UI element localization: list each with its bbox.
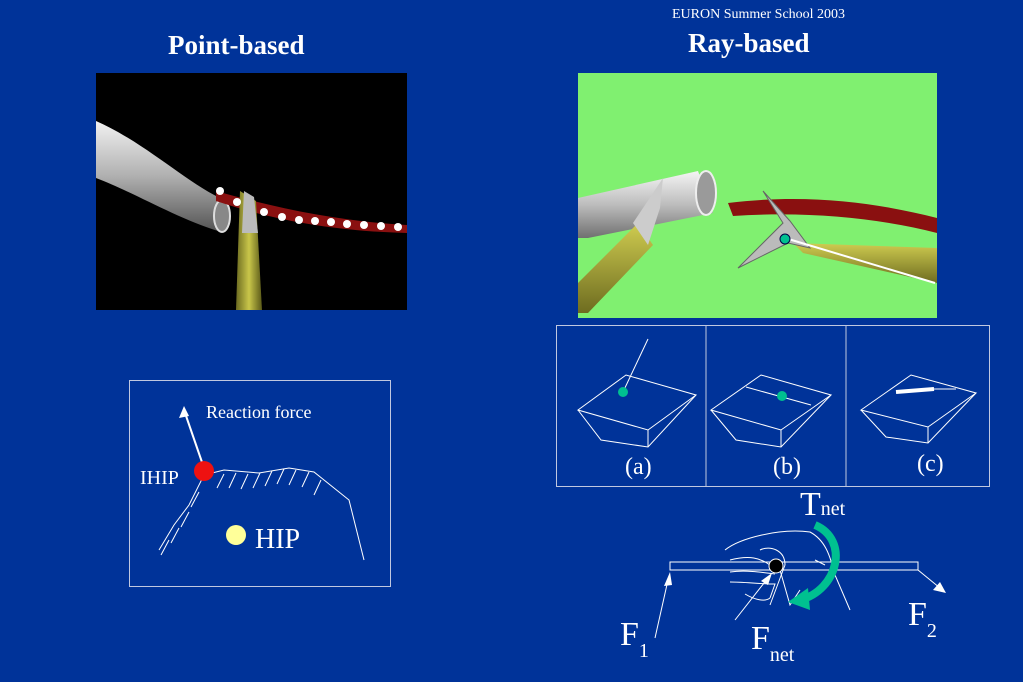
f1-base: F — [620, 616, 639, 653]
left-grasper — [578, 223, 653, 313]
f1-label: F1 — [620, 616, 649, 663]
panel-a-caption: (a) — [625, 454, 652, 480]
point-contact-diagram — [129, 380, 391, 587]
ray-bar — [669, 561, 919, 571]
panel-b-box — [709, 374, 833, 448]
fnet-label: Fnet — [751, 620, 794, 667]
center-point — [768, 558, 784, 574]
contact-point — [779, 233, 791, 245]
ray-contact-panels — [556, 325, 990, 487]
point-based-image — [96, 73, 407, 310]
hip-dot — [226, 525, 246, 545]
ray-line — [784, 237, 936, 284]
f1-sub: 1 — [638, 640, 649, 662]
header-text: EURON Summer School 2003 — [672, 7, 846, 22]
panel-b-caption: (b) — [773, 454, 801, 480]
ray-based-image — [578, 73, 937, 318]
ihip-dot — [194, 461, 214, 481]
vessel — [216, 191, 407, 233]
vessel-right — [728, 198, 937, 233]
panel-c-caption: (c) — [917, 451, 944, 477]
t-net-sub: net — [820, 498, 846, 520]
torque-diagram — [654, 521, 946, 639]
curved-tube — [96, 121, 226, 231]
t-net-base: T — [800, 486, 821, 523]
hip-label: HIP — [255, 524, 301, 555]
f2-base: F — [908, 596, 927, 633]
f2-label: F2 — [908, 596, 937, 643]
panel-c-box — [859, 374, 978, 444]
ray-based-title: Ray-based — [688, 28, 810, 58]
torque-arrow — [798, 521, 840, 604]
point-based-title: Point-based — [168, 30, 305, 60]
surface-sketch — [158, 406, 365, 561]
ihip-label: IHIP — [140, 467, 179, 489]
t-net-label: Tnet — [800, 488, 845, 526]
f2-sub: 2 — [926, 620, 937, 642]
fnet-base: F — [751, 620, 770, 657]
reaction-force-label: Reaction force — [206, 402, 312, 422]
point-markers — [216, 187, 402, 231]
fnet-sub: net — [769, 644, 795, 666]
panel-a-box — [576, 338, 698, 448]
